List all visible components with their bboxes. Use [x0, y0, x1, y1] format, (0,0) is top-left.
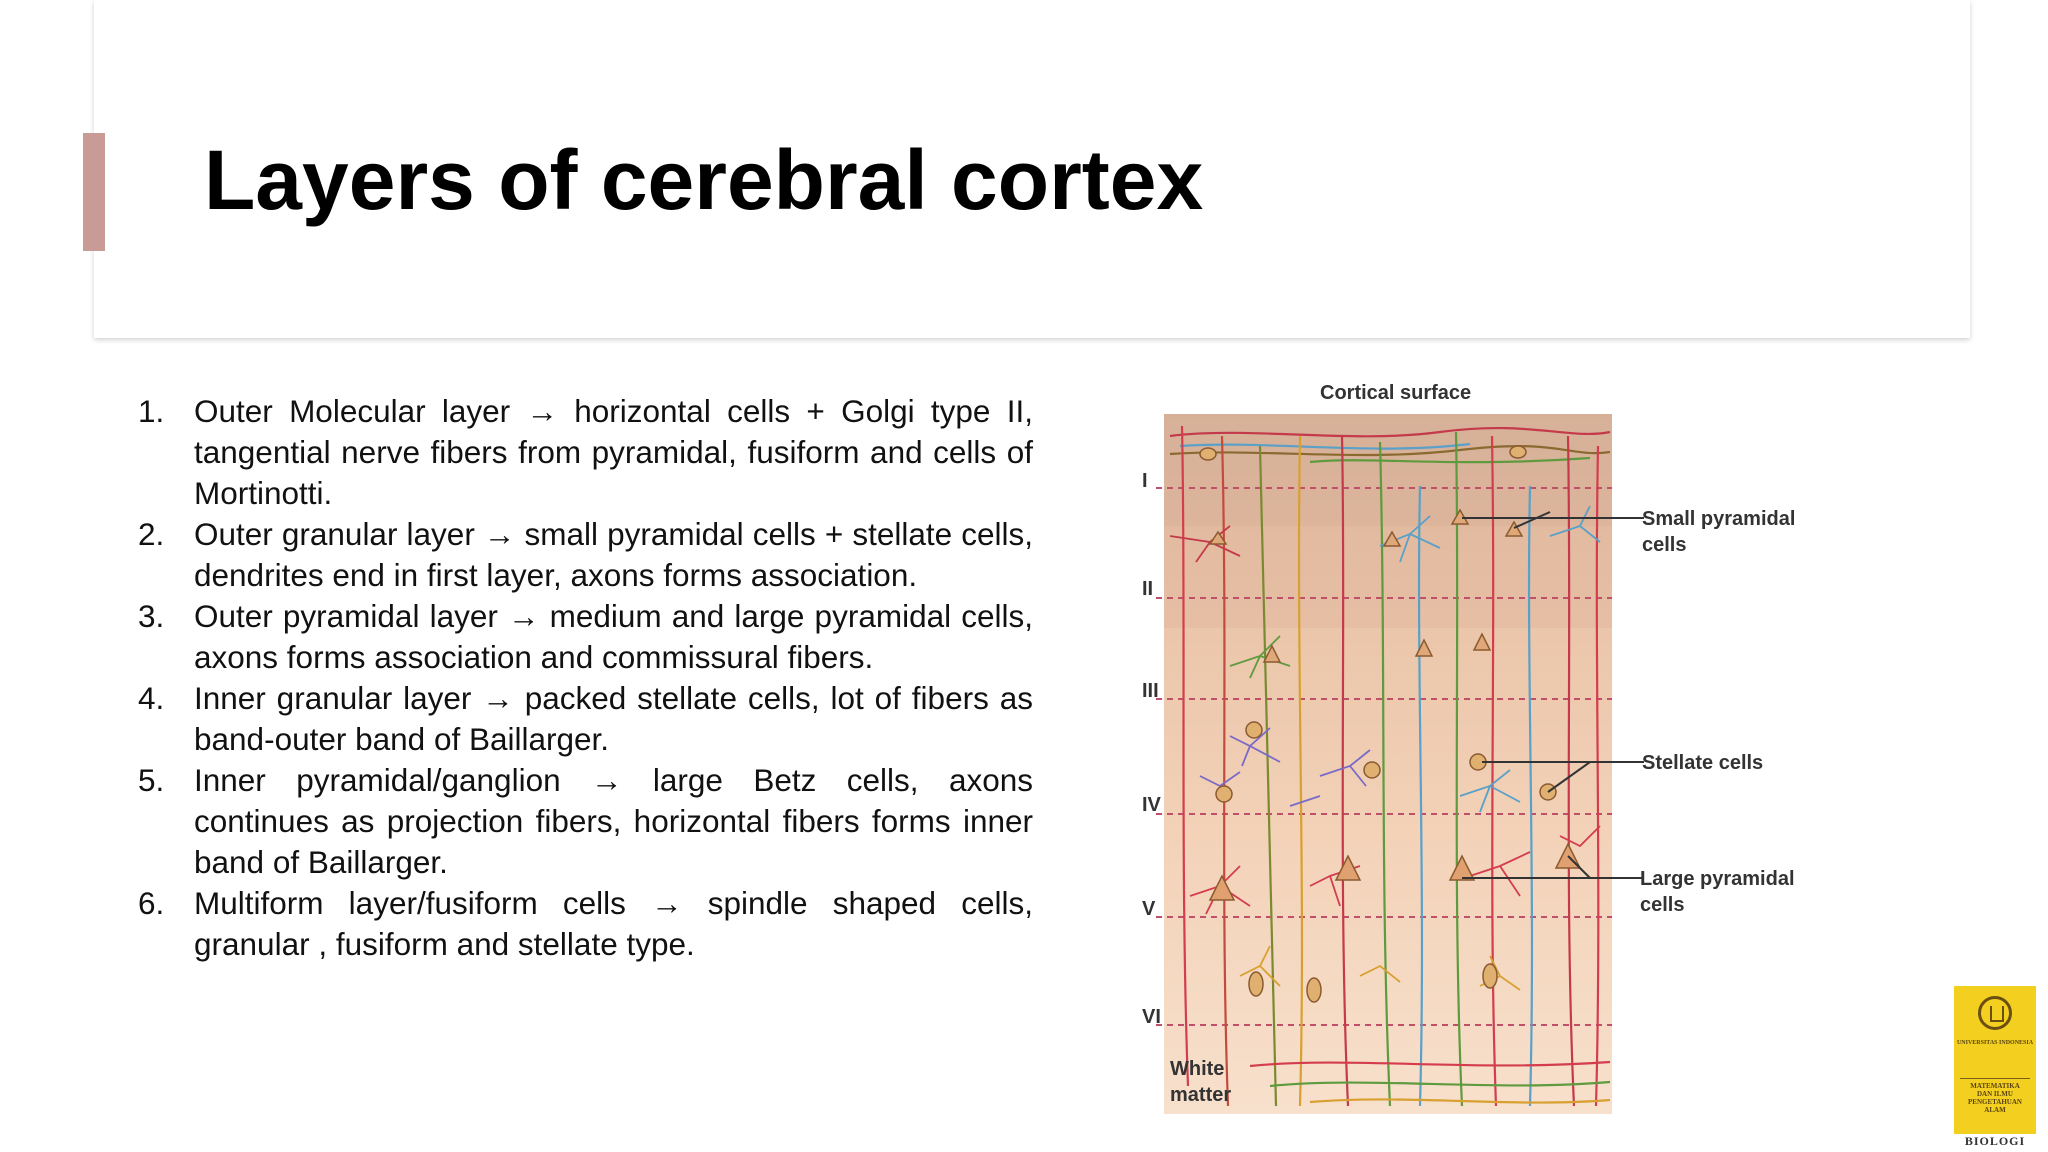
- logo-department: BIOLOGI: [1954, 1134, 2036, 1148]
- crest-icon: [1978, 996, 2012, 1030]
- stellate-callout: Stellate cells: [1642, 752, 1764, 774]
- accent-bar: [83, 133, 105, 251]
- list-number: 6.: [138, 885, 165, 921]
- layer-list: 1. Outer Molecular layer → horizontal cel…: [128, 391, 1033, 965]
- white-matter-line1: White: [1170, 1058, 1225, 1080]
- layer-label-vi: VI: [1142, 1006, 1161, 1028]
- large-pyramidal-callout: Large pyramidal cells: [1640, 866, 1795, 918]
- layer-label-iv: IV: [1142, 794, 1161, 816]
- list-text: Outer pyramidal layer → medium and large…: [194, 598, 1033, 675]
- logo-faculty-line3: PENGETAHUAN: [1968, 1098, 2022, 1106]
- list-item: 2. Outer granular layer → small pyramidal…: [128, 514, 1033, 596]
- layer-label-ii: II: [1142, 578, 1154, 600]
- list-text: Inner granular layer → packed stellate c…: [194, 680, 1033, 757]
- list-item: 4. Inner granular layer → packed stellate…: [128, 678, 1033, 760]
- list-number: 2.: [138, 516, 165, 552]
- cortex-illustration: [1156, 414, 1644, 1114]
- logo-university: UNIVERSITAS INDONESIA: [1956, 1040, 2034, 1046]
- list-item: 1. Outer Molecular layer → horizontal cel…: [128, 391, 1033, 514]
- list-text: Outer granular layer → small pyramidal c…: [194, 516, 1033, 593]
- logo-faculty: MATEMATIKA DAN ILMU PENGETAHUAN ALAM: [1954, 1082, 2036, 1114]
- list-number: 5.: [138, 762, 165, 798]
- list-text: Outer Molecular layer → horizontal cells…: [194, 393, 1033, 511]
- layer-label-v: V: [1142, 898, 1156, 920]
- cortex-diagram: Cortical surface I II III IV V VI White …: [1110, 366, 1840, 1126]
- list-item: 5. Inner pyramidal/ganglion → large Betz …: [128, 760, 1033, 883]
- list-item: 3. Outer pyramidal layer → medium and lar…: [128, 596, 1033, 678]
- slide-title: Layers of cerebral cortex: [204, 133, 1204, 227]
- logo-divider: [1960, 1078, 2030, 1079]
- list-number: 1.: [138, 393, 165, 429]
- layer-label-iii: III: [1142, 680, 1159, 702]
- logo-faculty-line1: MATEMATIKA: [1970, 1082, 2020, 1090]
- list-text: Multiform layer/fusiform cells → spindle…: [194, 885, 1033, 962]
- small-pyramidal-callout: Small pyramidal cells: [1642, 506, 1795, 558]
- university-logo: UNIVERSITAS INDONESIA MATEMATIKA DAN ILM…: [1954, 986, 2036, 1148]
- list-text: Inner pyramidal/ganglion → large Betz ce…: [194, 762, 1033, 880]
- large-pyramidal-line2: cells: [1640, 894, 1685, 916]
- large-pyramidal-line1: Large pyramidal: [1640, 868, 1795, 890]
- list-number: 3.: [138, 598, 165, 634]
- list-number: 4.: [138, 680, 165, 716]
- white-matter-label: White matter: [1170, 1056, 1231, 1108]
- small-pyramidal-line2: cells: [1642, 534, 1687, 556]
- white-matter-line2: matter: [1170, 1084, 1232, 1106]
- layer-label-i: I: [1142, 470, 1148, 492]
- list-item: 6. Multiform layer/fusiform cells → spind…: [128, 883, 1033, 965]
- cortical-surface-label: Cortical surface: [1320, 382, 1472, 404]
- logo-faculty-line2: DAN ILMU: [1977, 1090, 2013, 1098]
- logo-faculty-line4: ALAM: [1984, 1106, 2006, 1114]
- title-panel: [94, 0, 1970, 338]
- small-pyramidal-line1: Small pyramidal: [1642, 508, 1796, 530]
